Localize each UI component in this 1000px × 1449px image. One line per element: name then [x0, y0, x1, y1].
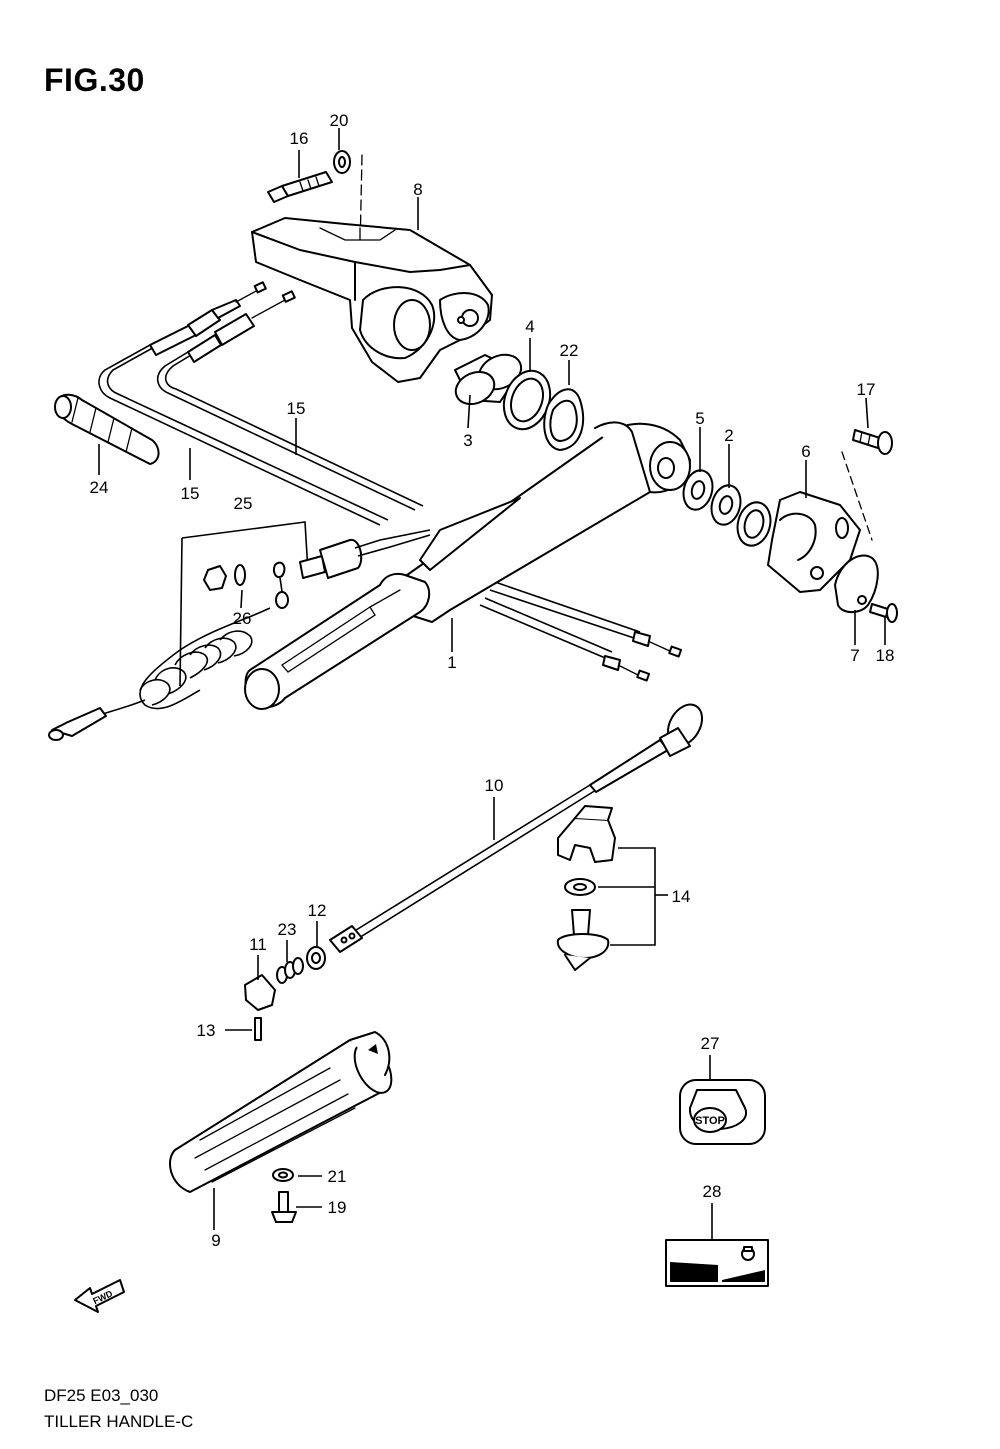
label-28: [665, 1239, 769, 1287]
screw-17: [852, 429, 893, 455]
label-4: 4: [525, 317, 534, 336]
stop-text: STOP: [695, 1115, 725, 1127]
screw-18: [869, 603, 898, 623]
bracket-6: [767, 491, 861, 593]
screw-axis-line: [841, 451, 873, 541]
plate-7: [834, 554, 879, 614]
steering-bracket-8: [251, 217, 493, 383]
friction-plate-22: [543, 388, 585, 451]
label-15a: 15: [287, 399, 306, 418]
label-18: 18: [876, 646, 895, 665]
stop-label-27: STOP: [679, 1079, 766, 1145]
washer-2: [710, 484, 772, 547]
clamp-assembly-14: [556, 805, 668, 971]
label-7: 7: [850, 646, 859, 665]
adjuster-parts: [225, 946, 326, 1041]
label-2: 2: [724, 426, 733, 445]
bolt-16: [267, 171, 333, 203]
part-number-labels: 16 20 8 4 22 3 17 15 5 2 6 24 15 25 26 7…: [90, 111, 895, 1250]
label-20: 20: [330, 111, 349, 130]
rod-10: [329, 703, 704, 953]
throttle-cables-15: [98, 281, 683, 682]
label-27: 27: [701, 1034, 720, 1053]
label-13: 13: [197, 1021, 216, 1040]
label-17: 17: [857, 380, 876, 399]
label-3: 3: [463, 431, 472, 450]
label-23: 23: [278, 920, 297, 939]
label-25: 25: [234, 494, 253, 513]
label-5: 5: [695, 409, 704, 428]
washer-21: [272, 1168, 294, 1182]
leader-lines: [98, 128, 886, 1240]
washer-4: [502, 369, 552, 431]
label-24: 24: [90, 478, 109, 497]
label-22: 22: [560, 341, 579, 360]
figure-title: FIG.30: [44, 62, 145, 98]
fwd-arrow-icon: FWD: [74, 1279, 125, 1313]
footer-code: DF25 E03_030: [44, 1386, 159, 1405]
label-6: 6: [801, 442, 810, 461]
label-10: 10: [485, 776, 504, 795]
stop-switch-25: [48, 521, 431, 741]
tiller-handle-1: [244, 421, 691, 710]
screw-19: [271, 1191, 297, 1223]
label-21: 21: [328, 1167, 347, 1186]
footer-name: TILLER HANDLE-C: [44, 1412, 194, 1431]
washer-5: [682, 469, 714, 511]
label-9: 9: [211, 1231, 220, 1250]
label-16: 16: [290, 129, 309, 148]
grip-handle-9: [169, 1031, 393, 1193]
label-19: 19: [328, 1198, 347, 1217]
label-8: 8: [413, 180, 422, 199]
label-26: 26: [233, 609, 252, 628]
label-1: 1: [447, 653, 456, 672]
label-12: 12: [308, 901, 327, 920]
label-11: 11: [249, 935, 267, 954]
label-28: 28: [703, 1182, 722, 1201]
grip-24: [54, 393, 160, 465]
label-14: 14: [672, 887, 691, 906]
washer-20: [333, 150, 351, 174]
label-15b: 15: [181, 484, 200, 503]
